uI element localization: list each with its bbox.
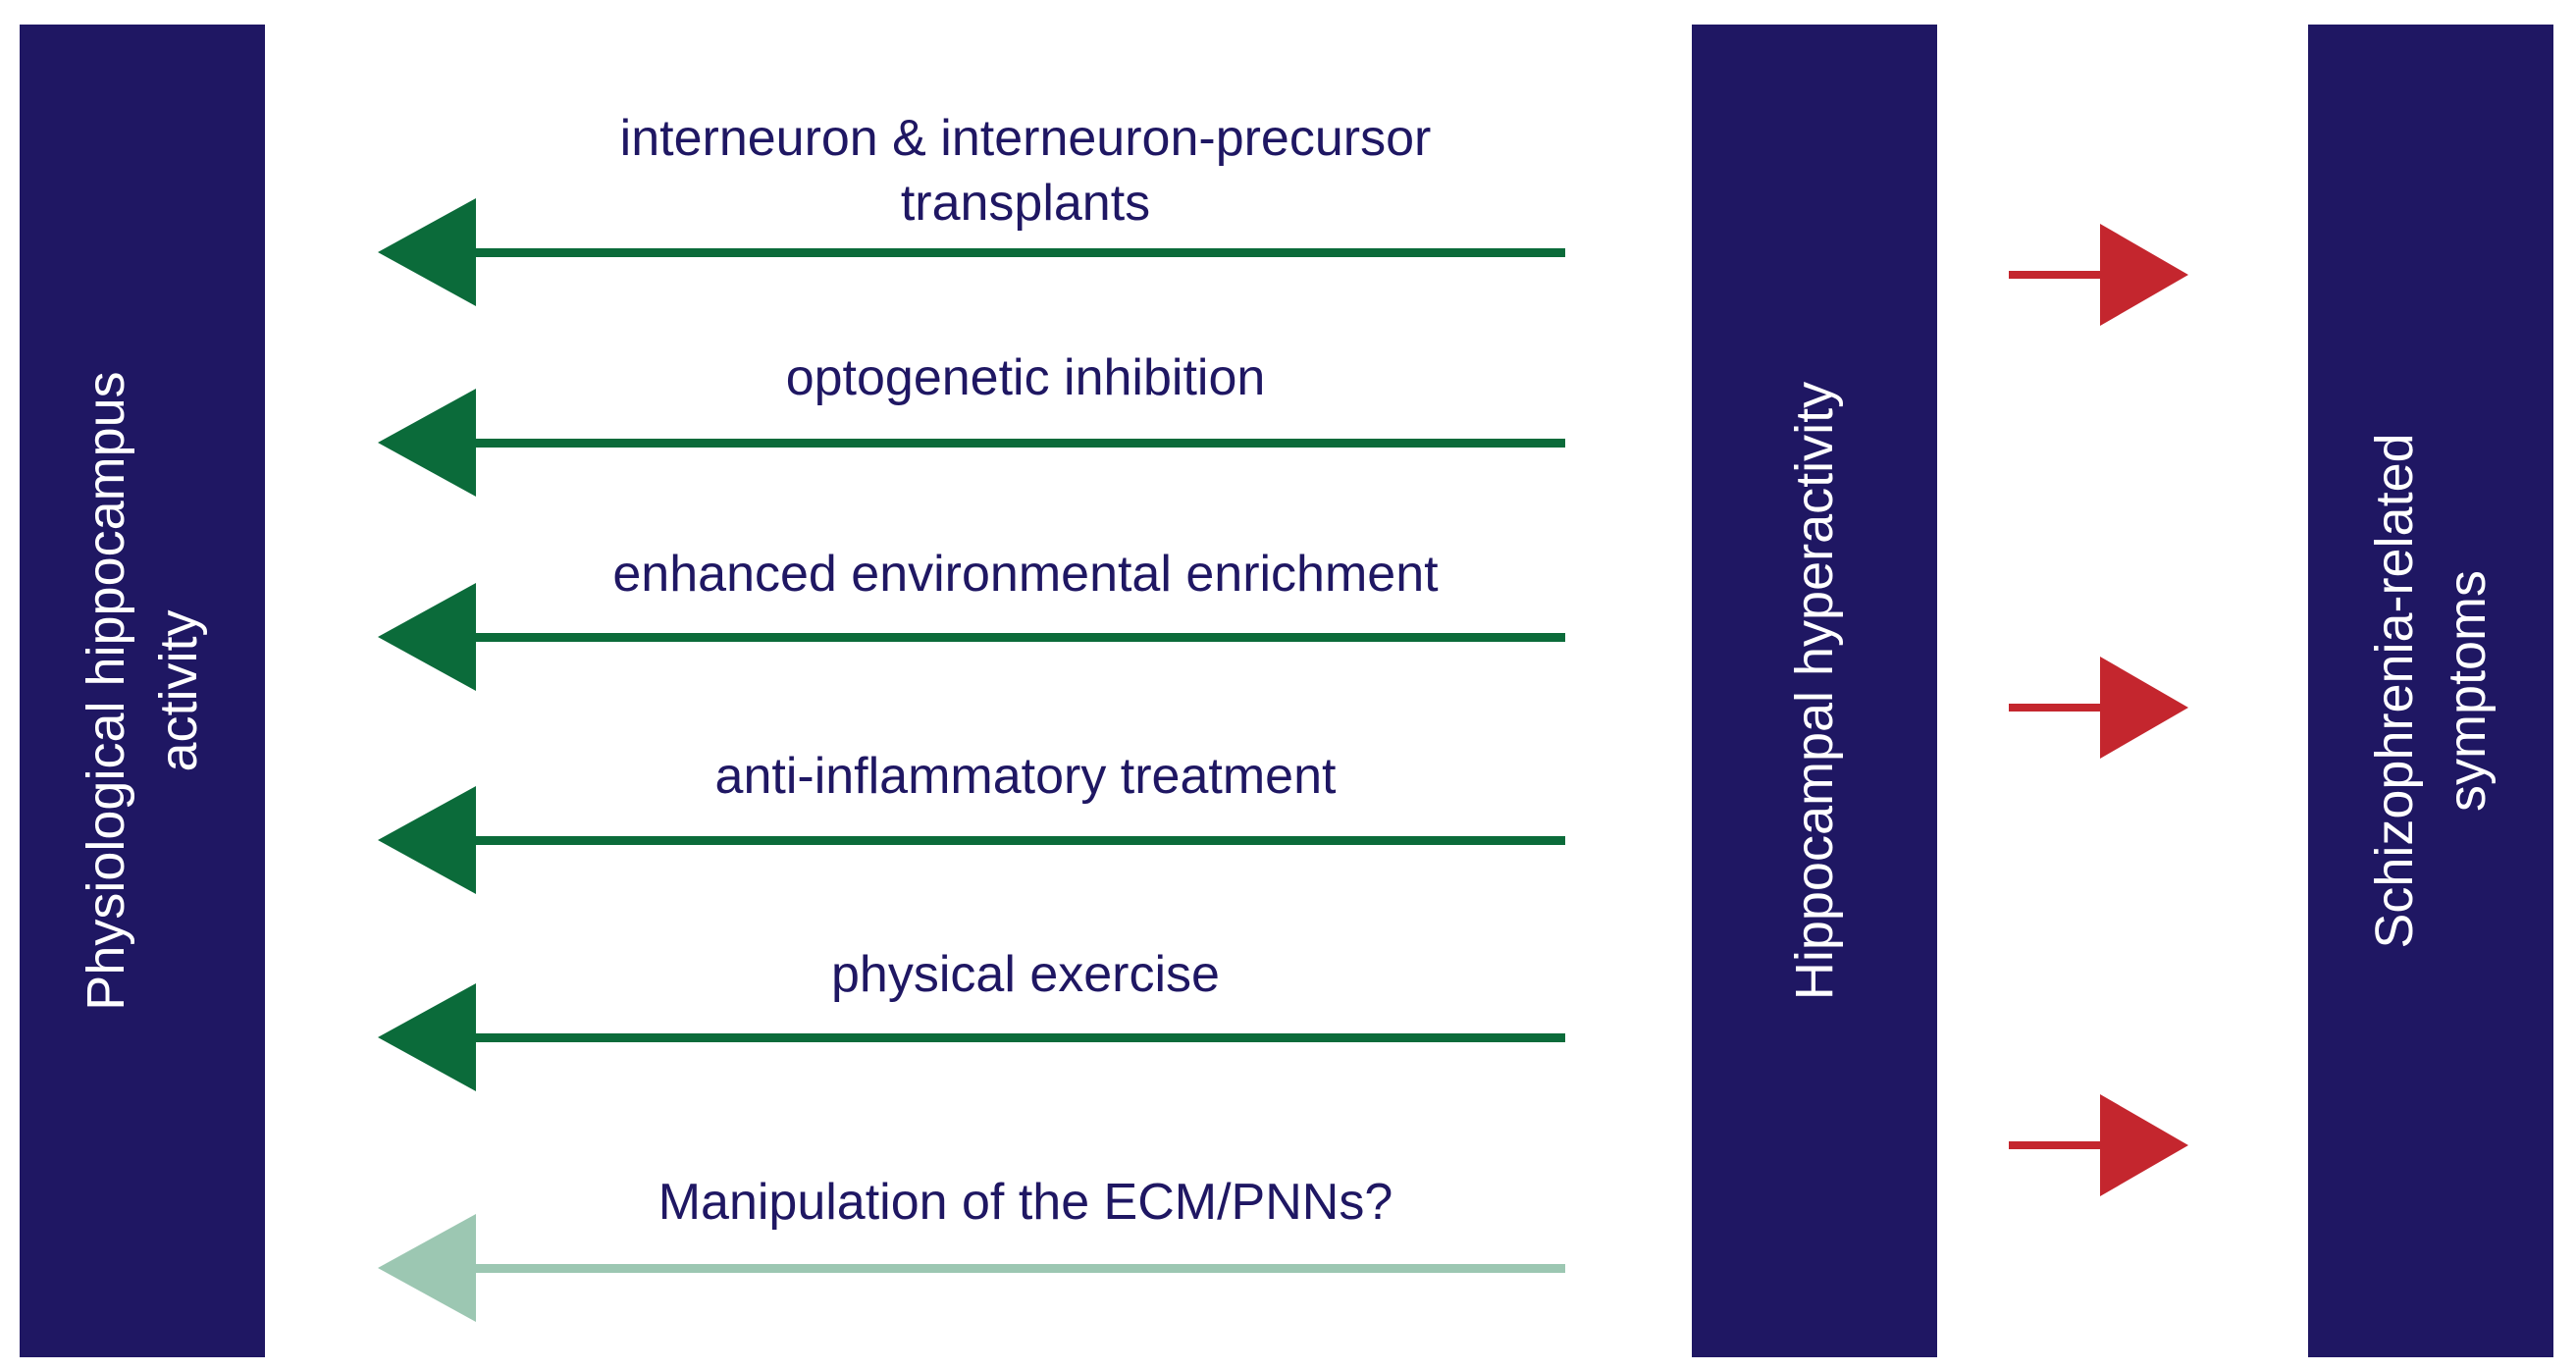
arrow-left-icon bbox=[378, 1214, 1565, 1322]
intervention-label-anti-inflammatory-line1: anti-inflammatory treatment bbox=[714, 748, 1337, 805]
box-schizophrenia-symptoms: Schizophrenia-related symptoms bbox=[2308, 25, 2553, 1357]
intervention-label-exercise-line1: physical exercise bbox=[831, 946, 1220, 1003]
intervention-label-ecm-pnns-line1: Manipulation of the ECM/PNNs? bbox=[657, 1174, 1393, 1231]
intervention-label-enrichment-line1: enhanced environmental enrichment bbox=[612, 546, 1439, 603]
intervention-label-transplants-line1: interneuron & interneuron-precursor bbox=[619, 110, 1432, 167]
arrow-left-icon bbox=[378, 786, 1565, 894]
box-physiological-activity: Physiological hippocampus activity bbox=[20, 25, 265, 1357]
intervention-label-enrichment: enhanced environmental enrichment bbox=[510, 542, 1541, 606]
arrow-left-icon bbox=[378, 389, 1565, 497]
intervention-label-optogenetic: optogenetic inhibition bbox=[510, 345, 1541, 410]
arrow-left-icon bbox=[378, 198, 1565, 306]
intervention-label-ecm-pnns: Manipulation of the ECM/PNNs? bbox=[510, 1170, 1541, 1235]
intervention-label-anti-inflammatory: anti-inflammatory treatment bbox=[510, 744, 1541, 809]
arrow-right-icon bbox=[2009, 657, 2188, 759]
arrow-left-icon bbox=[378, 983, 1565, 1091]
intervention-label-optogenetic-line1: optogenetic inhibition bbox=[785, 349, 1266, 406]
intervention-label-transplants-line2: transplants bbox=[900, 175, 1151, 232]
arrow-left-icon bbox=[378, 583, 1565, 691]
intervention-label-transplants: interneuron & interneuron-precursor tran… bbox=[510, 106, 1541, 236]
box-hippocampal-hyperactivity: Hippocampal hyperactivity bbox=[1692, 25, 1937, 1357]
arrow-right-icon bbox=[2009, 1094, 2188, 1196]
arrow-right-icon bbox=[2009, 224, 2188, 326]
intervention-label-exercise: physical exercise bbox=[510, 942, 1541, 1007]
